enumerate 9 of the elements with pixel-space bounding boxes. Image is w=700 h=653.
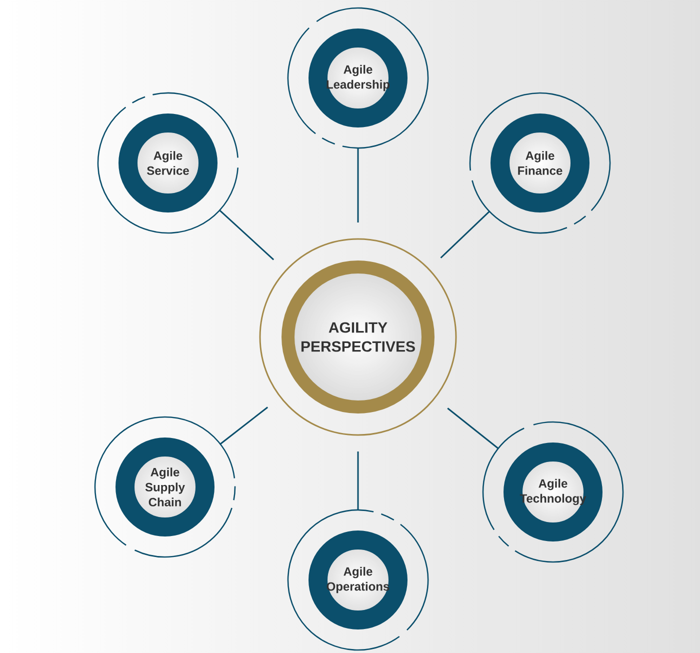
connector-line: [357, 452, 359, 510]
circle-node: Agile Supply Chain: [94, 416, 236, 558]
circle-node: Agile Finance: [469, 92, 611, 234]
connector-line: [440, 210, 490, 258]
circle-node: Agile Service: [97, 92, 239, 234]
connector-line: [218, 209, 274, 260]
connector-line: [357, 148, 359, 222]
connector-line: [219, 406, 268, 445]
connector-line: [447, 408, 500, 450]
